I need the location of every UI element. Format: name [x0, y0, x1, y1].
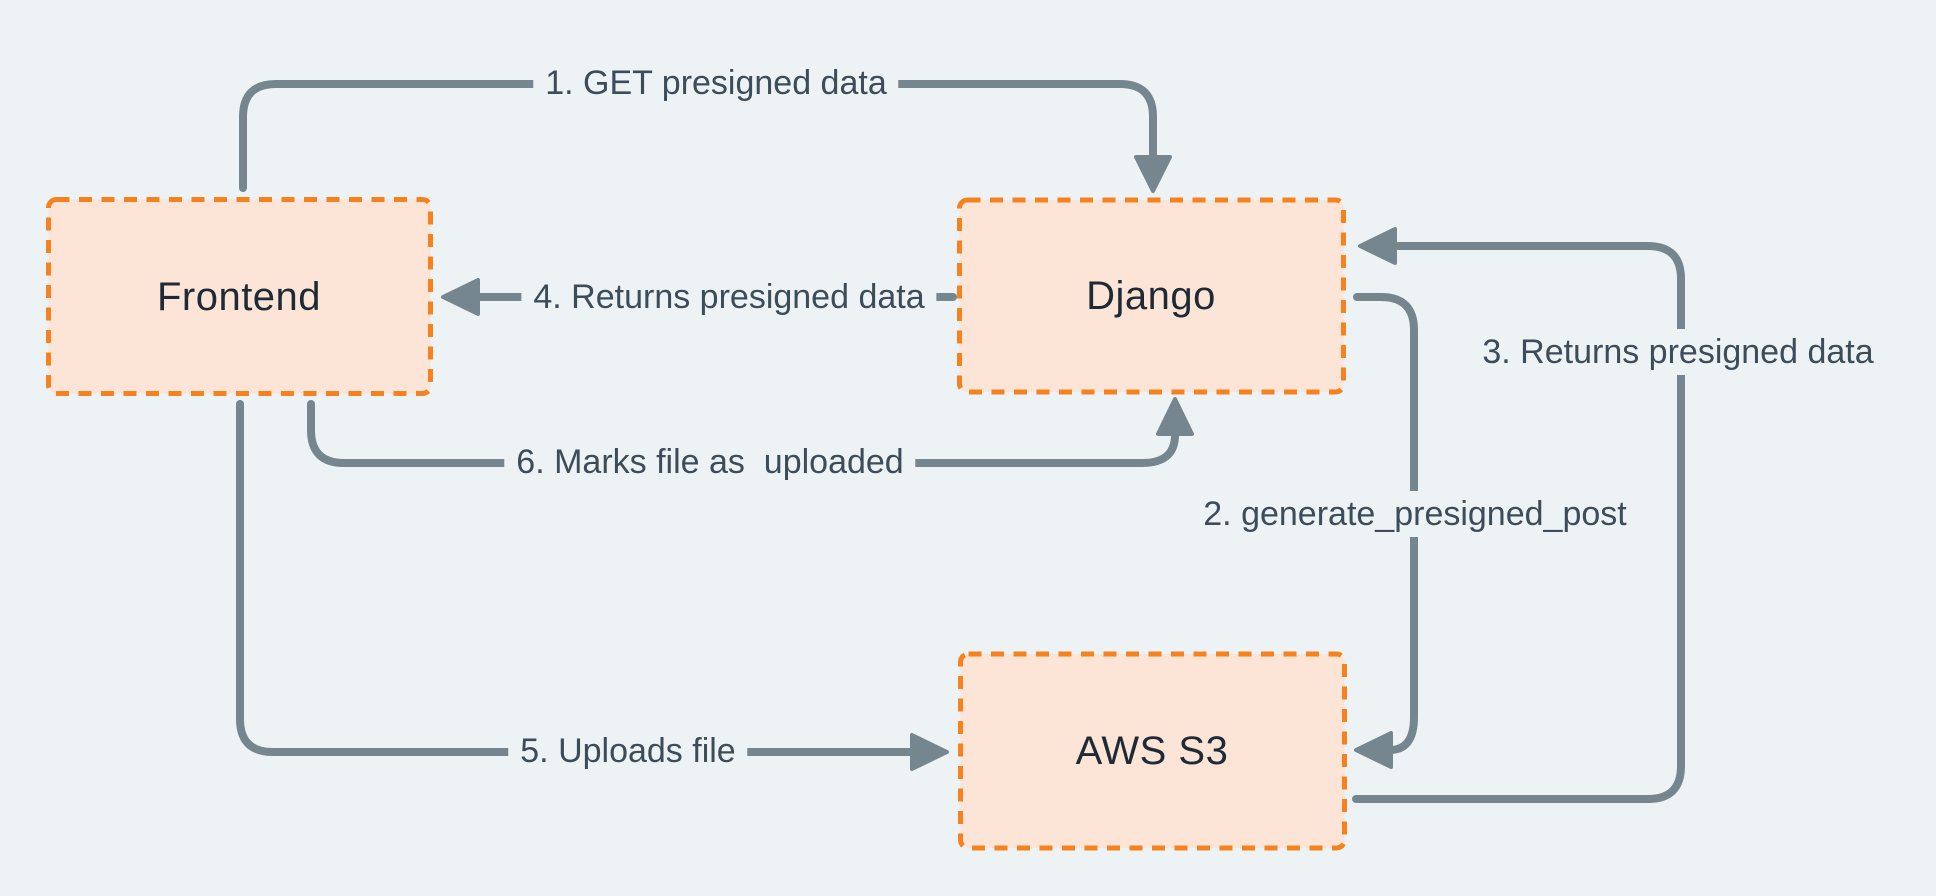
edge-label-3-returns-presigned-data: 3. Returns presigned data — [1470, 329, 1886, 375]
arrow-3-line — [1352, 242, 1685, 803]
arrow-5-line — [236, 400, 915, 756]
arrow-2-line — [1353, 293, 1418, 754]
arrow-5-uploads-file — [236, 400, 949, 771]
edge-label-2-generate-presigned-post: 2. generate_presigned_post — [1191, 491, 1639, 537]
node-aws-s3-box — [958, 651, 1347, 851]
arrow-3-returns-presigned-data — [1352, 227, 1685, 803]
node-label-django: Django — [1086, 274, 1216, 318]
node-label-aws-s3: AWS S3 — [1075, 729, 1229, 773]
arrow-2-head — [1354, 731, 1393, 769]
node-label-frontend: Frontend — [156, 275, 322, 319]
arrow-6-head — [1156, 397, 1194, 436]
edge-label-4-returns-presigned-data: 4. Returns presigned data — [521, 274, 937, 320]
arrow-2-generate-presigned-post — [1353, 293, 1418, 769]
arrow-5-head — [910, 733, 949, 771]
node-frontend-box — [46, 197, 433, 396]
arrow-1-head — [1134, 155, 1172, 193]
node-django-box — [957, 197, 1346, 395]
arrow-6-line — [307, 400, 1179, 467]
edge-label-6-marks-file-uploaded: 6. Marks file as uploaded — [504, 439, 916, 485]
arrow-3-head — [1358, 227, 1397, 265]
arrow-4-head — [441, 278, 480, 316]
frontend-box-rect — [46, 197, 433, 396]
edge-label-5-uploads-file: 5. Uploads file — [508, 728, 748, 774]
aws-s3-box-rect — [958, 651, 1347, 851]
arrow-6-marks-file-uploaded — [307, 397, 1194, 467]
django-box-rect — [957, 197, 1346, 395]
edge-label-1-get-presigned-data: 1. GET presigned data — [533, 60, 899, 106]
